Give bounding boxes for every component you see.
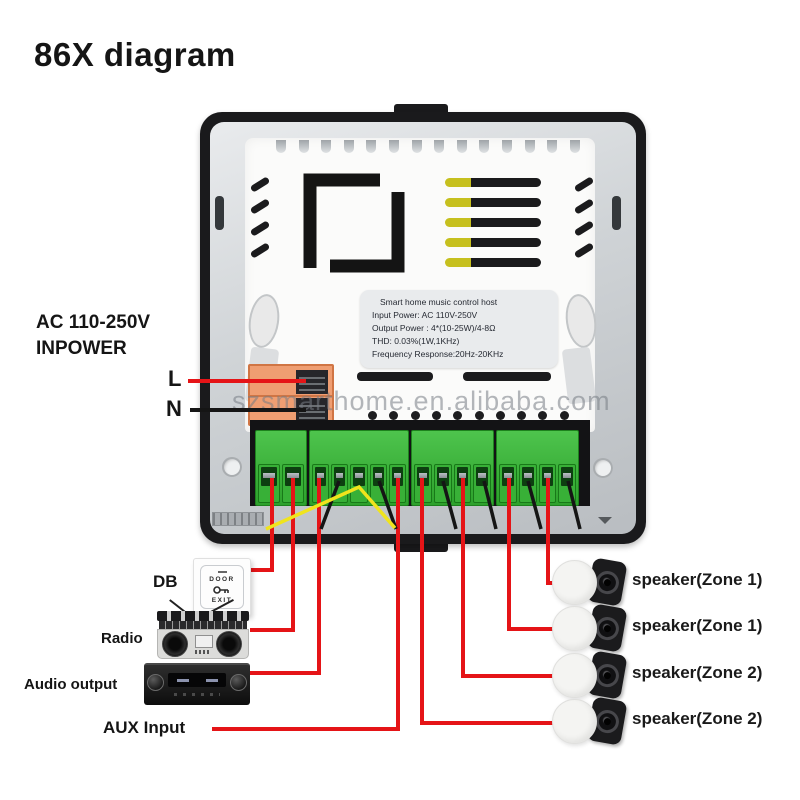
- frame-arrow-mark: [598, 517, 612, 524]
- speaker-label: speaker(Zone 2): [632, 663, 763, 682]
- cover-hole: [517, 411, 527, 420]
- cover-notch: [547, 140, 558, 153]
- cover-hole: [559, 411, 569, 420]
- cover-hole: [474, 411, 484, 420]
- terminal-cell: [388, 464, 407, 503]
- cover-notch: [456, 140, 467, 153]
- spec-line: Frequency Response:20Hz-20KHz: [372, 349, 504, 359]
- radio-speaker-left: [162, 631, 188, 657]
- terminal-cell: [473, 464, 491, 503]
- cover-notch: [343, 140, 354, 153]
- receiver-knob-left: [147, 674, 164, 691]
- terminal-cell: [258, 464, 280, 503]
- power-line1: AC 110-250V: [36, 312, 151, 333]
- terminal-cell: [369, 464, 387, 503]
- terminal-cell: [312, 464, 330, 503]
- cover-notch: [434, 140, 445, 153]
- vent-slot: [445, 258, 541, 267]
- spec-label: Smart home music control host Input Powe…: [360, 290, 558, 368]
- frame-hole-left: [222, 457, 242, 477]
- audio-output-label: Audio output: [24, 676, 118, 693]
- frame-marking: [212, 512, 264, 526]
- watermark: szsmarthome.en.alibaba.com: [232, 386, 611, 416]
- spec-line: Output Power : 4*(10-25W)/4-8Ω: [372, 323, 496, 333]
- cover-notch: [389, 140, 399, 153]
- cover-hole: [368, 411, 377, 420]
- receiver-display: [168, 673, 226, 687]
- speaker-row: speaker(Zone 1): [552, 603, 792, 653]
- speaker-label: speaker(Zone 1): [632, 616, 763, 635]
- radio-speaker-right: [216, 631, 242, 657]
- live-label: L: [168, 366, 182, 391]
- cover-slot: [357, 372, 433, 381]
- wing-screw-slot-right: [612, 196, 621, 230]
- terminal-cell: [518, 464, 537, 503]
- terminal-cell: [499, 464, 517, 503]
- neutral-label: N: [166, 396, 182, 421]
- cover-hole: [495, 411, 505, 420]
- spec-line: Input Power: AC 110V-250V: [372, 310, 478, 320]
- cover-slot: [463, 372, 551, 381]
- terminal-cell: [282, 464, 304, 503]
- aux-input-label: AUX Input: [103, 718, 186, 737]
- terminal-cell: [414, 464, 432, 503]
- terminal-cell: [453, 464, 472, 503]
- cover-notch: [479, 140, 490, 153]
- power-line2: INPOWER: [36, 338, 127, 359]
- wing-screw-slot-left: [215, 196, 224, 230]
- db-label: DB: [153, 572, 178, 591]
- cover-notch: [569, 140, 580, 153]
- spec-line: Smart home music control host: [380, 297, 498, 307]
- page-title: 86X diagram: [34, 36, 236, 73]
- cover-notch: [366, 140, 377, 153]
- cover-hole: [389, 411, 399, 420]
- power-label: AC 110-250V INPOWER: [36, 310, 150, 362]
- vent-slot: [445, 178, 541, 187]
- cover-hole: [431, 411, 441, 420]
- exit-text: EXIT: [211, 596, 233, 604]
- speaker-row: speaker(Zone 2): [552, 696, 792, 746]
- cover-hole: [453, 411, 463, 420]
- av-receiver-icon: [144, 663, 250, 705]
- cover-notch: [411, 140, 422, 153]
- cover-notch: [298, 140, 309, 153]
- door-text: DOOR: [209, 575, 235, 583]
- connector-divider: [250, 395, 332, 397]
- terminal-cell: [350, 464, 368, 503]
- terminal-cell: [331, 464, 349, 503]
- vent-slot: [445, 218, 541, 227]
- cover-hole: [538, 411, 548, 420]
- key-icon: [213, 585, 229, 594]
- cassette-deck: [195, 635, 213, 648]
- vent-slot: [445, 198, 541, 207]
- vent-slot: [445, 238, 541, 247]
- cover-hole: [410, 411, 420, 420]
- spec-line: THD: 0.03%(1W,1KHz): [372, 336, 460, 346]
- radio-label: Radio: [101, 630, 143, 647]
- cover-notch: [524, 140, 535, 153]
- cover-notch: [502, 140, 512, 153]
- terminal-cell: [558, 464, 576, 503]
- cover-notch: [276, 140, 286, 153]
- cover-notch: [321, 140, 332, 153]
- terminal-block-1: [255, 430, 307, 506]
- terminal-cell: [538, 464, 557, 503]
- frame-hole-right: [593, 458, 613, 478]
- radio-boombox-icon: [157, 599, 249, 659]
- speaker-label: speaker(Zone 2): [632, 709, 763, 728]
- terminal-cell: [433, 464, 452, 503]
- terminal-block-3: [411, 430, 494, 506]
- speaker-row: speaker(Zone 1): [552, 557, 792, 607]
- terminal-block-4: [496, 430, 579, 506]
- terminal-block-2: [309, 430, 409, 506]
- speaker-row: speaker(Zone 2): [552, 650, 792, 700]
- receiver-knob-right: [230, 674, 247, 691]
- speaker-label: speaker(Zone 1): [632, 570, 763, 589]
- button-dash: [217, 570, 227, 573]
